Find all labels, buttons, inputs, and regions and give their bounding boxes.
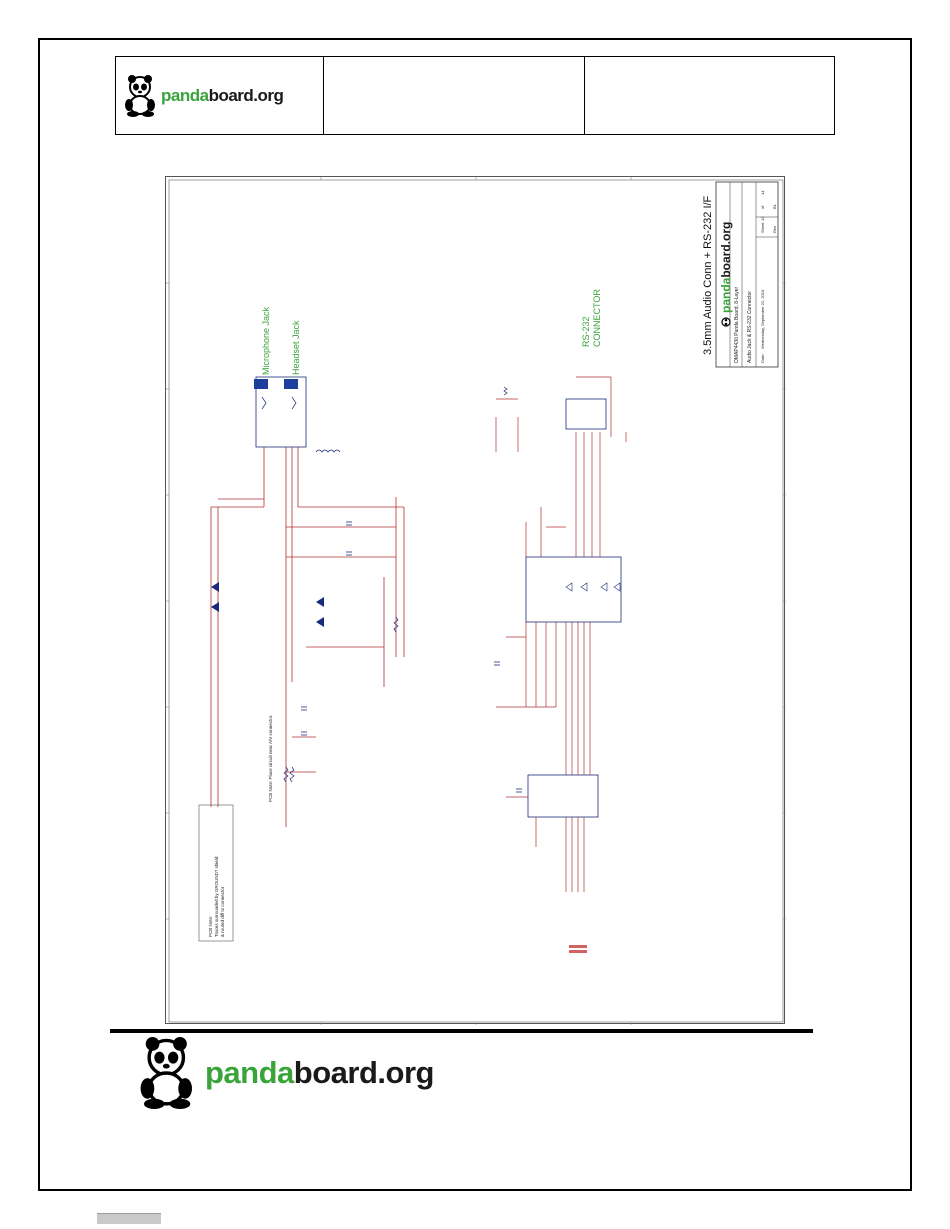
tb-logo-text: pandaboard.org [719,222,733,313]
pcb-note1-line2: Traces surrounded by GROUND? shield [214,856,219,937]
schematic-title: 3.5mm Audio Conn + RS-232 I/F [702,195,714,355]
footer-rule [110,1029,813,1033]
header-right-cell [585,57,834,134]
tb-sheet-num: 12 [760,216,765,221]
net-marks [569,945,587,953]
header-middle-cell [324,57,585,134]
audio-wires [210,447,405,827]
logo-panda: panda [205,1055,294,1090]
header-logo: pandaboard.org [124,74,284,117]
tb-rev-label: Rev [772,226,777,233]
db9-connector [565,398,607,430]
tb-project: OMAP4430 Panda Board, 8-Layer [734,287,740,363]
panda-icon [140,1037,192,1109]
header-logo-text: pandaboard.org [161,85,284,106]
pcb-note1-line1: PCB Note: [208,916,213,937]
logo-panda: panda [161,85,209,105]
label-connector: CONNECTOR [592,289,602,347]
logo-board: board.org [208,85,284,105]
label-rs232: RS-232 [581,316,591,347]
tb-sheet-title: Audio Jack & RS-232 Connector [747,291,753,363]
panda-icon [125,74,155,117]
schematic-drawing: pandaboard.org OMAP4430 Panda Board, 8-L… [166,177,786,1025]
label-microphone-jack: Microphone Jack [261,306,271,375]
header-table: pandaboard.org [115,56,835,135]
logo-board: board.org [293,1055,435,1090]
schematic-sheet: pandaboard.org OMAP4430 Panda Board, 8-L… [165,176,786,1025]
pcb-note-box [198,804,234,942]
tb-date: Wednesday, September 22, 2010 [760,289,765,349]
rs232-transceiver [525,556,622,623]
title-block: pandaboard.org OMAP4430 Panda Board, 8-L… [715,181,779,368]
page-frame [38,38,912,1191]
esd-diodes [211,582,324,627]
tb-total: 14 [760,190,765,195]
level-shifter [527,774,599,818]
audio-jack-connector [254,376,307,448]
footer-logo-text: pandaboard.org [205,1055,434,1091]
page-tab[interactable] [97,1213,161,1224]
pcb-note1-line3: & routed diff to connector [220,886,225,937]
tb-rev: B1 [772,203,777,209]
tb-date-label: Date: [760,353,765,363]
label-headset-jack: Headset Jack [291,320,301,375]
pcb-note2: PCB Note: Place circuit near A/V connect… [268,715,273,802]
footer-logo: pandaboard.org [137,1037,434,1109]
rs232-wires [495,376,627,892]
header-logo-cell: pandaboard.org [116,57,324,134]
tb-of: of [760,205,765,209]
tb-sheet-label: Sheet [760,222,765,233]
